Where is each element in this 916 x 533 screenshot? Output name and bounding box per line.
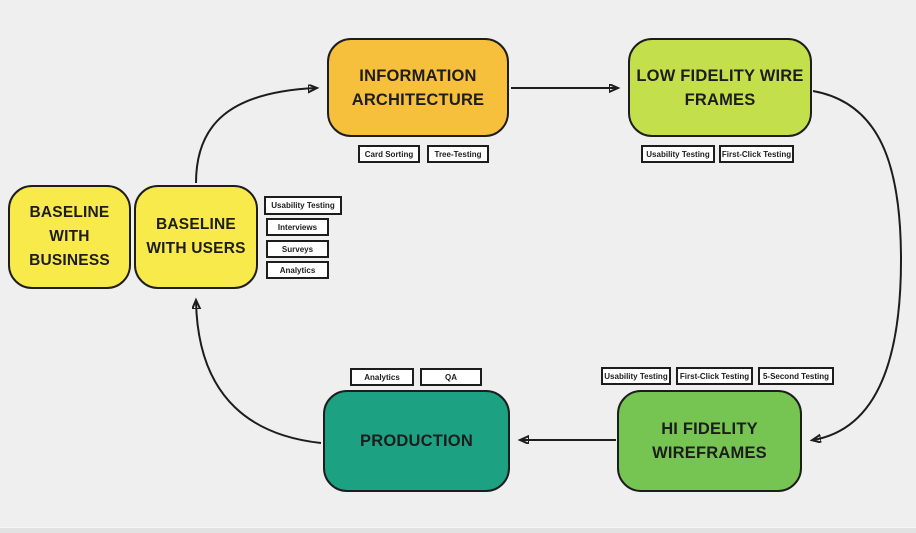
tag-users-usability-testing: Usability Testing <box>264 196 342 215</box>
node-label-line: INFORMATION <box>359 66 477 85</box>
node-label-line: ARCHITECTURE <box>351 90 485 109</box>
node-production: PRODUCTION <box>323 390 510 492</box>
tag-tree-testing: Tree-Testing <box>427 145 489 163</box>
tag-hifi-first-click-testing: First-Click Testing <box>676 367 753 385</box>
node-label-line: WITH USERS <box>146 240 246 257</box>
tag-lowfi-first-click-testing: First-Click Testing <box>719 145 794 163</box>
arrow-users-to-information-architecture <box>195 88 316 184</box>
tag-production-qa: QA <box>420 368 482 386</box>
node-information-architecture: INFORMATION ARCHITECTURE <box>327 38 509 137</box>
node-label-line: PRODUCTION <box>360 432 473 450</box>
node-label-line: BASELINE <box>156 216 236 233</box>
node-baseline-with-business: BASELINE WITH BUSINESS <box>8 185 131 289</box>
node-label-line: FRAMES <box>684 90 756 109</box>
node-label-line: LOW FIDELITY WIRE <box>636 66 804 85</box>
node-label-line: BASELINE <box>29 204 110 221</box>
tag-users-analytics: Analytics <box>266 261 329 279</box>
arrow-production-to-users <box>196 301 322 444</box>
tag-hifi-usability-testing: Usability Testing <box>601 367 671 385</box>
node-label-line: HI FIDELITY <box>661 420 758 438</box>
tag-hifi-5-second-testing: 5-Second Testing <box>758 367 834 385</box>
tag-lowfi-usability-testing: Usability Testing <box>641 145 715 163</box>
tag-card-sorting: Card Sorting <box>358 145 420 163</box>
node-hi-fidelity-wireframes: HI FIDELITY WIREFRAMES <box>617 390 802 492</box>
arrow-low-fidelity-to-hi-fidelity <box>813 90 903 440</box>
node-baseline-with-users: BASELINE WITH USERS <box>134 185 258 289</box>
tag-production-analytics: Analytics <box>350 368 414 386</box>
tag-users-surveys: Surveys <box>266 240 329 258</box>
node-label-line: WIREFRAMES <box>652 444 767 462</box>
node-label-line: BUSINESS <box>29 252 110 269</box>
bottom-edge-divider <box>0 527 916 533</box>
node-low-fidelity-wireframes: LOW FIDELITY WIRE FRAMES <box>628 38 812 137</box>
tag-users-interviews: Interviews <box>266 218 329 236</box>
node-label-line: WITH <box>49 228 90 245</box>
